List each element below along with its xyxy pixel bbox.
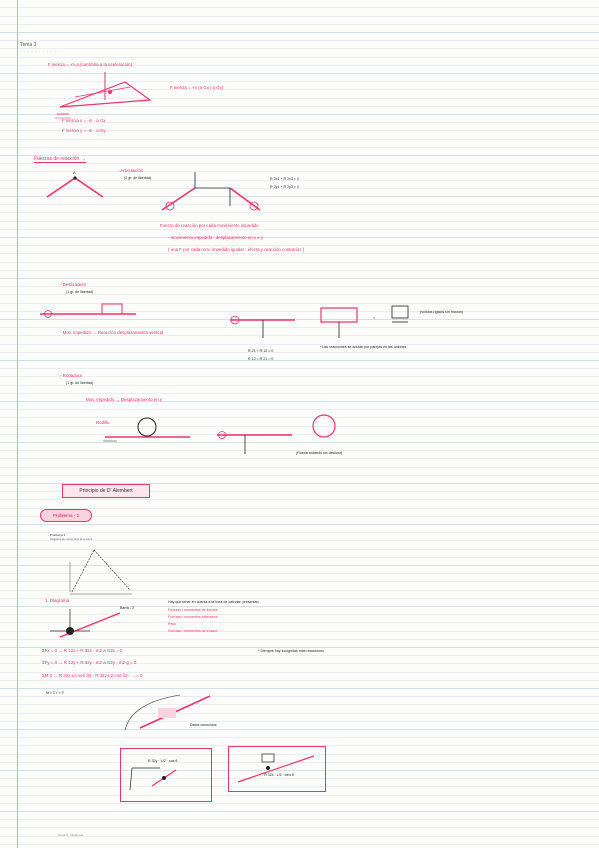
reaction-desc-3: ( una F por cada mov. impedido igualar :… <box>168 247 305 252</box>
slider-side-note: (sólidos rígidos sin fricción) <box>420 310 464 314</box>
page-subheader: - - - - - - - - - - - <box>20 49 61 53</box>
free-body-sketch <box>50 609 121 638</box>
detail-box-right <box>228 746 326 792</box>
list-item-2: Fuerzas / momentos exteriores <box>168 615 218 619</box>
articulation-title: - Articulación <box>118 168 144 173</box>
note-right: * Siempre hay incógnitas más reacciones <box>258 649 324 653</box>
list-item-4: Fuerzas / momentos de enlace <box>168 629 218 633</box>
slider-sub: (1 gr. de libertad) <box>66 290 94 294</box>
articulation-sketch-b <box>161 172 261 211</box>
margin-line <box>17 0 18 848</box>
slider-reaction-sketch <box>230 305 409 338</box>
rolling-reaction-sketch <box>217 414 336 454</box>
eq-inertia-right: F inercia = -m (a Gx / a Gy) <box>170 85 224 90</box>
detail-left-label: R 32y · L/2 · cos θ <box>148 759 178 763</box>
reaction-desc-1: Fuerza de reacción por cada movimiento i… <box>160 223 259 228</box>
list-item-1: Fuerzas / momentos de inercia <box>168 608 218 612</box>
articulation-eq-2: R 2y1 + R 2y3 = 0 <box>270 185 299 189</box>
reaction-desc-2: · movimiento impedido : desplazamiento e… <box>168 235 264 240</box>
rodillo-label: Rodillo <box>96 420 110 425</box>
sum-fy: ΣFy = 0 → R 12y + R 32y - m2·a G2y - m2·… <box>42 660 137 665</box>
moment-eq: ΣM 0 → R 32x·L2·sen θ2 - R 32y·L2·cos θ2… <box>42 673 143 678</box>
slider-bullet: - Mov. impedido → Reacción desplazamient… <box>60 330 164 335</box>
problem-pill: Problema - 1 <box>40 509 92 522</box>
bar-free-body <box>124 694 211 731</box>
fig-subcaption: Diagrama de cuerpo libre de la barra <box>50 538 93 541</box>
articulation-sub: (2 gr. de libertad) <box>124 176 152 180</box>
slider-note: * Las reacciones se anulan por parejas e… <box>320 345 407 349</box>
detail-box-left <box>120 748 212 802</box>
rolling-sketch <box>103 417 190 442</box>
page-footer: Tema 3 - Dinámica <box>58 833 84 837</box>
equals-sign: = <box>373 315 376 320</box>
rolling-caption: (Rueda rodando sin deslizar) <box>296 451 343 455</box>
rolling-title: - Rodadura <box>60 373 82 378</box>
fig-caption: Problema 3 <box>50 533 66 537</box>
dalembert-box-heading: Principio de D' Alembert <box>62 484 150 498</box>
detail-right-label: - R 32x · L/2 · sen θ <box>262 773 294 777</box>
articulation-eq-1: R 2x1 + R 2x3 = 0 <box>270 177 299 181</box>
step-diagram: 1. Diagrama <box>45 598 69 603</box>
joint-label-a: A <box>73 170 76 175</box>
eq-inertia-y: F inercia y = -m · a Gy <box>62 128 106 133</box>
slider-sketch <box>40 303 136 318</box>
inertia-diagram <box>55 72 152 119</box>
known-data-label: Datos conocidos <box>190 723 217 727</box>
sum-fx: ΣFx = 0 → R 12x + R 32x - m2·a G2x = 0 <box>42 648 123 653</box>
articulation-sketch-a <box>46 176 104 198</box>
barra-label: Barra - 2 <box>120 606 134 610</box>
moment-def: M = Σ r × F <box>46 691 64 695</box>
eq-inertia-x: F inercia x = -m · a Gx <box>62 118 106 123</box>
list-item-3: Peso <box>168 622 177 626</box>
list-heading: Hay que tener en cuenta a la hora de cal… <box>168 600 260 604</box>
reaction-heading: Fuerzas de reacción → <box>34 156 86 163</box>
slider-title: - Deslizadera <box>60 282 86 287</box>
detail-left-sketch <box>129 767 177 791</box>
mechanism-figure <box>69 549 132 595</box>
page-header: Tema 3 <box>20 42 37 48</box>
slider-eq-b: R 12 = R 21 = 0 <box>248 357 274 361</box>
rolling-sub: (1 gr. de libertad) <box>66 381 94 385</box>
rolling-bullet: Mov. impedido → Desplazamiento en y <box>86 397 163 402</box>
eq-inertia: F inercia = -m·a (contraria a la acelera… <box>48 62 133 67</box>
detail-right-sketch <box>237 753 315 783</box>
slider-eq-a: R 21 + R 12 = 0 <box>248 349 274 353</box>
